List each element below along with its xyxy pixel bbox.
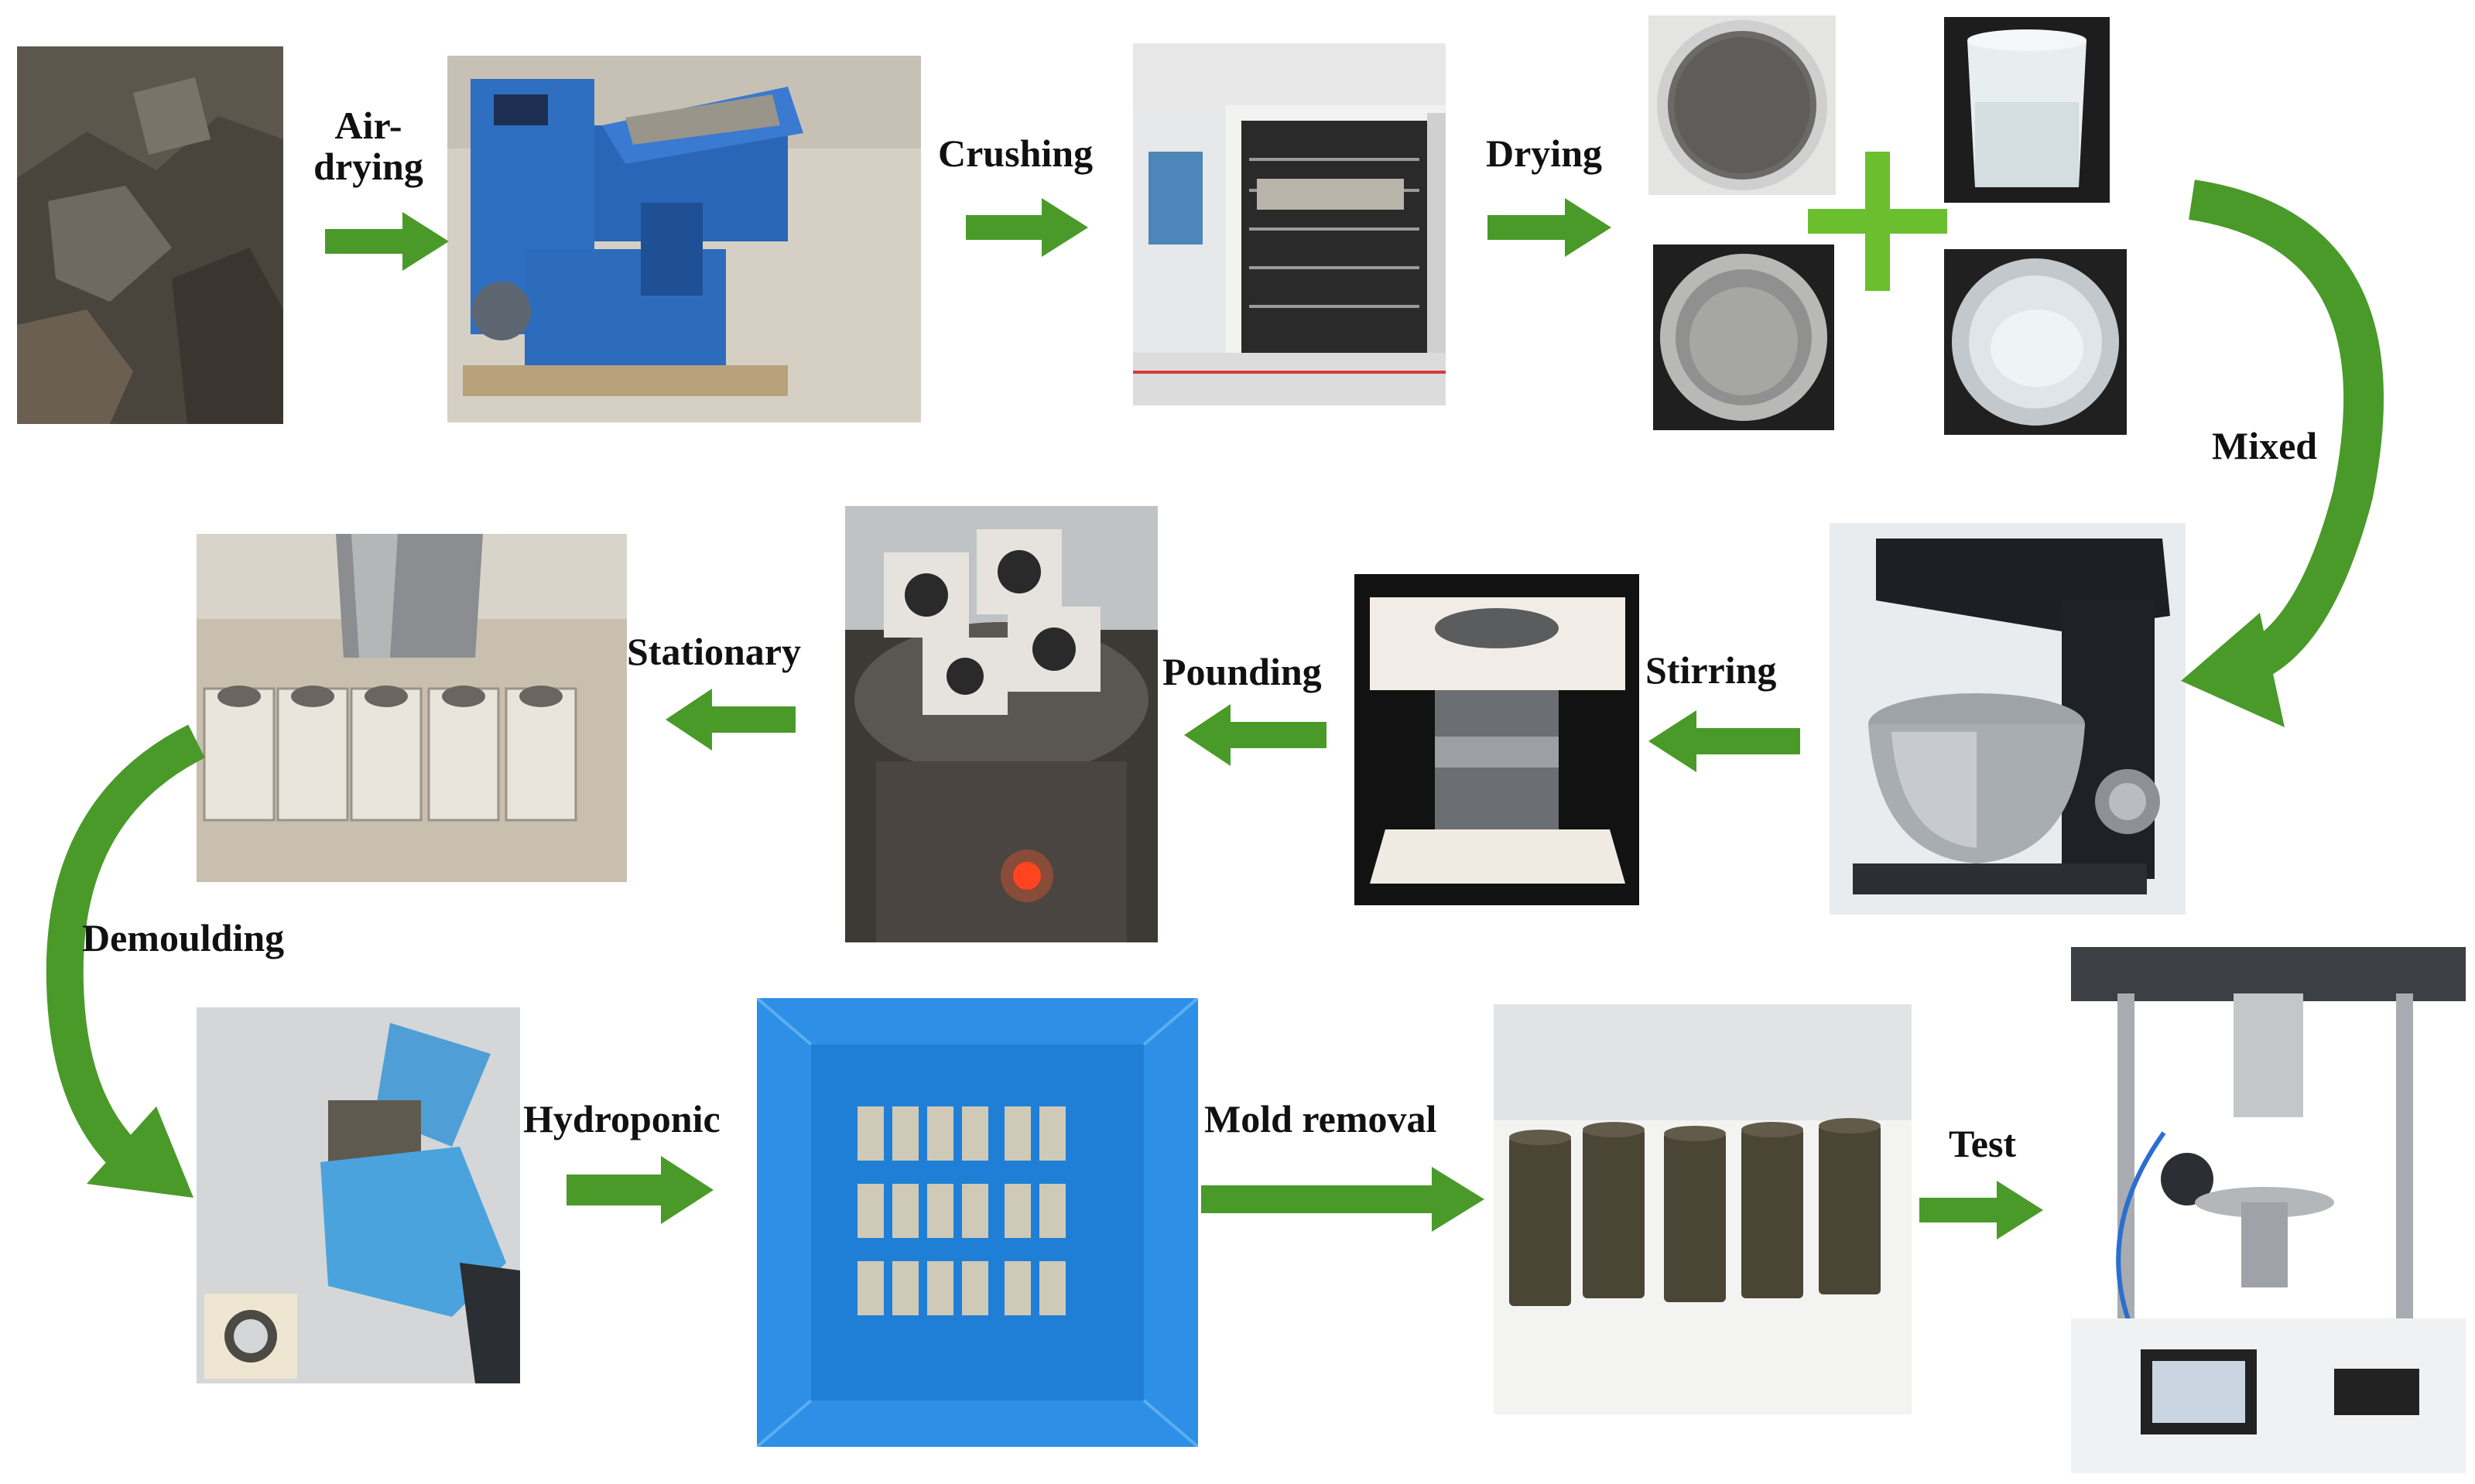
water-beaker-photo	[1944, 17, 2110, 203]
label-air-drying: Air- drying	[313, 104, 423, 188]
soil-sample-photo	[17, 46, 283, 424]
arrow-right-icon	[1201, 1167, 1484, 1232]
arrow-right-icon	[1919, 1181, 2043, 1240]
curved-arrow-demoulding-icon	[46, 724, 205, 1198]
drying-oven-photo	[1133, 43, 1446, 405]
arrow-left-icon	[666, 689, 796, 751]
cylindrical-specimens-photo	[1494, 1004, 1912, 1414]
dried-soil-bowl-photo	[1648, 15, 1836, 195]
powder-bowl-photo	[1653, 244, 1834, 430]
label-mold-removal: Mold removal	[1204, 1097, 1437, 1140]
crusher-machine-photo	[447, 56, 921, 422]
label-crushing: Crushing	[938, 132, 1094, 175]
arrow-right-icon	[966, 198, 1088, 257]
label-mixed: Mixed	[2212, 424, 2318, 467]
label-hydroponic: Hydroponic	[523, 1097, 721, 1140]
label-stirring: Stirring	[1645, 648, 1777, 692]
label-demoulding: Demoulding	[82, 916, 285, 959]
stand-mixer-photo	[1830, 523, 2186, 915]
water-tank-samples-photo	[757, 998, 1198, 1447]
stationary-molds-photo	[197, 534, 627, 882]
label-drying: Drying	[1486, 132, 1602, 175]
pounding-compactor-photo	[845, 506, 1158, 942]
plus-icon	[1808, 152, 1947, 291]
label-pounding: Pounding	[1162, 650, 1322, 693]
arrow-right-icon	[1487, 198, 1611, 257]
label-test: Test	[1949, 1122, 2017, 1165]
arrow-right-icon	[325, 212, 449, 271]
demoulding-hands-photo	[197, 1007, 520, 1383]
testing-machine-photo	[2071, 947, 2466, 1473]
cylinder-mold-photo	[1354, 574, 1639, 905]
arrow-left-icon	[1184, 704, 1327, 766]
white-powder-bowl-photo	[1944, 249, 2127, 435]
arrow-left-icon	[1648, 710, 1800, 772]
arrow-right-icon	[567, 1156, 714, 1224]
label-stationary: Stationary	[627, 630, 801, 673]
